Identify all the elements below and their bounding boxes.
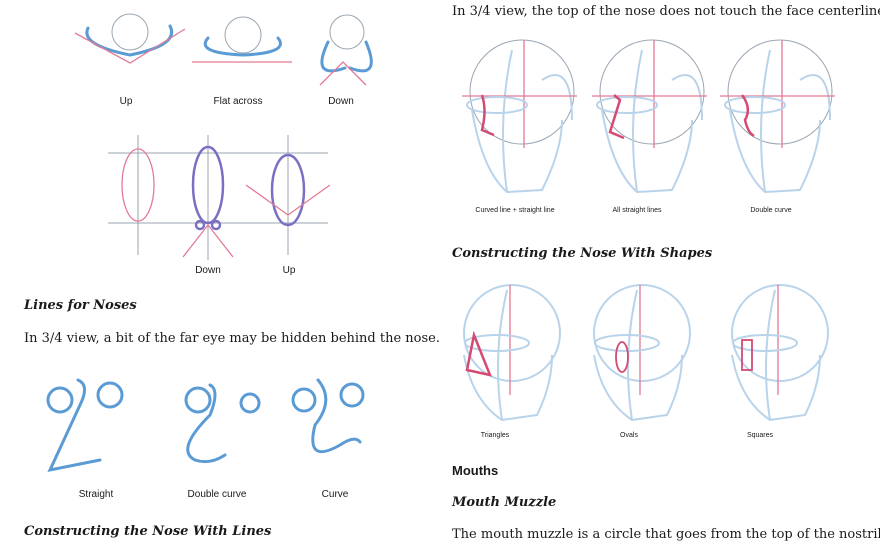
nose-wings-illustration [74,13,373,86]
caption-squares: Squares [746,432,774,439]
head-lines-illustration [462,39,836,194]
caption-double-curve-head: Double curve [750,207,792,214]
caption-all-straight: All straight lines [612,207,662,214]
heading-mouths: Mouths [452,463,499,478]
paragraph-centerline: In 3/4 view, the top of the nose does no… [452,4,880,19]
caption-up-front: Up [282,265,296,276]
nose-front-illustration [108,135,331,260]
caption-down-front: Down [195,265,221,276]
caption-curve: Curve [321,489,349,500]
heading-constructing-shapes: Constructing the Nose With Shapes [452,246,713,261]
heading-constructing-lines: Constructing the Nose With Lines [24,524,272,539]
heading-lines-for-noses: Lines for Noses [24,298,137,313]
caption-up: Up [119,96,133,107]
caption-flat-across: Flat across [213,96,263,107]
caption-down: Down [328,96,354,107]
head-shapes-illustration [463,284,829,422]
caption-triangles: Triangles [480,432,510,439]
caption-double-curve: Double curve [187,489,247,500]
paragraph-muzzle: The mouth muzzle is a circle that goes f… [452,527,880,542]
caption-curved-straight: Curved line + straight line [475,207,555,214]
nose-profile-illustration [46,378,365,473]
heading-mouth-muzzle: Mouth Muzzle [452,495,557,510]
paragraph-far-eye: In 3/4 view, a bit of the far eye may be… [24,331,440,346]
caption-ovals: Ovals [620,432,638,439]
caption-straight: Straight [78,489,114,500]
